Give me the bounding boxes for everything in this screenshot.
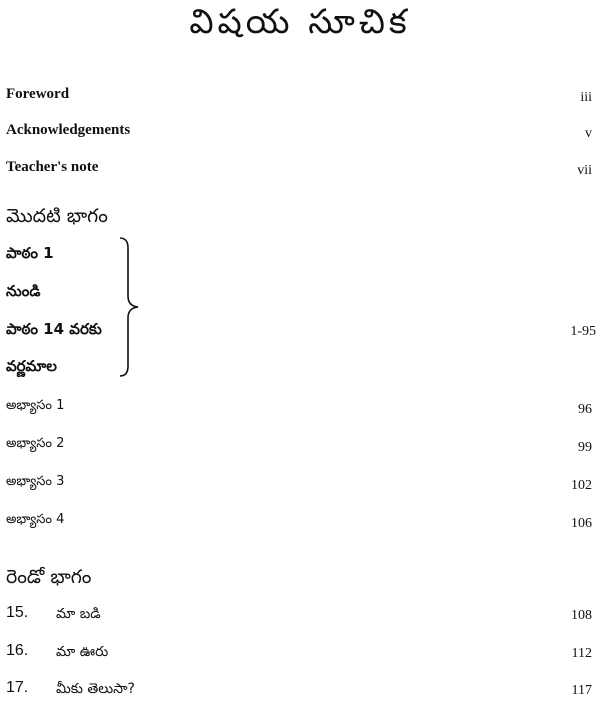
toc-entry-label: Foreword — [6, 86, 70, 102]
grouped-line: వర్ణమాల — [6, 357, 596, 387]
toc-entry-label: Teacher's note — [6, 159, 99, 175]
lesson-number: 16. — [6, 642, 29, 659]
toc-entry-teachers-note: Teacher's note vii — [6, 159, 596, 189]
grouped-line-text: పాఠం 14 వరకు — [6, 320, 102, 338]
toc-entry-page: 102 — [571, 478, 592, 493]
page-title: విషయ సూచిక — [189, 2, 411, 42]
toc-entry-page: 117 — [571, 683, 592, 698]
toc-entry-page: 108 — [571, 608, 592, 623]
toc-entry-page: v — [585, 126, 592, 141]
toc-entry-label: అభ్యాసం 4 — [6, 512, 65, 527]
toc-entry-label: Acknowledgements — [6, 122, 131, 138]
lesson-title: మా బడి — [56, 606, 101, 622]
grouped-line: పాఠం 14 వరకు — [6, 320, 596, 350]
toc-entry-acknowledgements: Acknowledgements v — [6, 122, 596, 152]
toc-entry-label: అభ్యాసం 2 — [6, 436, 65, 451]
toc-entry-exercise: అభ్యాసం 2 99 — [6, 436, 596, 466]
toc-entry-page: 96 — [578, 402, 592, 417]
part-one-heading: మొదటి భాగం — [6, 205, 108, 227]
grouped-line-text: నుండి — [6, 282, 41, 300]
toc-entry-label: అభ్యాసం 1 — [6, 398, 65, 413]
grouped-line-text: వర్ణమాల — [6, 357, 57, 375]
toc-entry-page: vii — [577, 163, 592, 178]
part-two-heading: రెండో భాగం — [6, 566, 92, 588]
lesson-title: మీకు తెలుసా? — [56, 681, 135, 697]
toc-entry-lesson: 17. మీకు తెలుసా? 117 — [6, 679, 596, 709]
curly-brace-icon — [119, 237, 139, 377]
lesson-title: మా ఊరు — [56, 644, 109, 660]
toc-entry-label: అభ్యాసం 3 — [6, 474, 65, 489]
toc-entry-page: iii — [580, 90, 592, 105]
toc-entry-foreword: Foreword iii — [6, 86, 596, 116]
grouped-page-range: 1-95 — [570, 324, 596, 339]
lesson-number: 15. — [6, 604, 29, 621]
grouped-line: పాఠం 1 — [6, 244, 596, 274]
toc-entry-exercise: అభ్యాసం 1 96 — [6, 398, 596, 428]
part-heading: రెండో భాగం — [6, 566, 596, 596]
toc-entry-lesson: 15. మా బడి 108 — [6, 604, 596, 634]
grouped-line: నుండి — [6, 282, 596, 312]
lesson-number: 17. — [6, 679, 29, 696]
toc-entry-page: 99 — [578, 440, 592, 455]
toc-entry-exercise: అభ్యాసం 3 102 — [6, 474, 596, 504]
toc-entry-page: 106 — [571, 516, 592, 531]
toc-entry-page: 112 — [571, 646, 592, 661]
grouped-line-text: పాఠం 1 — [6, 244, 54, 262]
toc-entry-lesson: 16. మా ఊరు 112 — [6, 642, 596, 672]
part-heading: మొదటి భాగం — [6, 205, 596, 235]
toc-entry-exercise: అభ్యాసం 4 106 — [6, 512, 596, 542]
